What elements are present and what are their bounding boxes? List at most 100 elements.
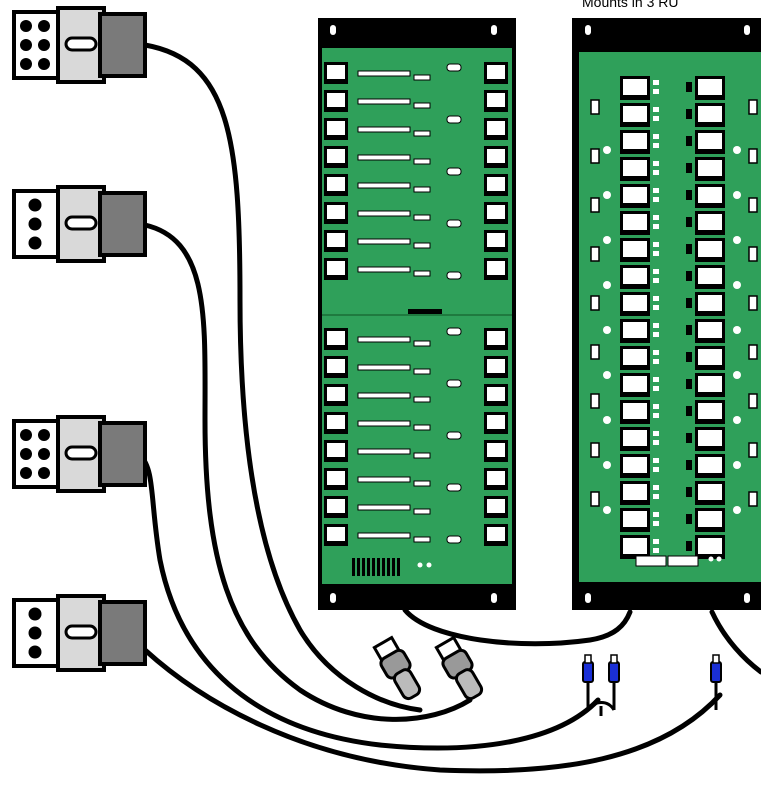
rj45-jack-opening	[623, 376, 647, 392]
rj45-jack-opening	[698, 79, 722, 95]
test-point	[603, 416, 611, 424]
connector-pin	[28, 626, 42, 640]
rj45-jack-opening	[327, 471, 345, 485]
rj45-jack-opening	[327, 499, 345, 513]
resistor-array	[357, 420, 411, 427]
rj45-jack-opening	[327, 65, 345, 79]
rj45-jack-opening	[487, 261, 505, 275]
smd-part	[653, 404, 659, 409]
chip	[413, 214, 431, 221]
resistor-array	[357, 392, 411, 399]
terminal-blade	[610, 654, 618, 664]
smd-part	[653, 242, 659, 247]
smd-part	[653, 80, 659, 85]
test-point	[733, 191, 741, 199]
connector-pin	[38, 448, 50, 460]
smd-part	[653, 350, 659, 355]
rj45-jack-opening	[623, 538, 647, 554]
chip	[413, 396, 431, 403]
smd-part	[686, 541, 692, 551]
relay	[590, 148, 600, 164]
test-point	[733, 371, 741, 379]
mount-hole	[491, 593, 497, 603]
smd-part	[653, 521, 659, 526]
capacitor	[446, 271, 462, 280]
test-point	[603, 461, 611, 469]
resistor-array	[357, 210, 411, 217]
chip	[413, 270, 431, 277]
spade-terminal	[582, 654, 594, 710]
connector-pin	[28, 198, 42, 212]
relay	[748, 148, 758, 164]
smd-part	[686, 244, 692, 254]
relay	[748, 344, 758, 360]
rj45-jack-opening	[698, 241, 722, 257]
smd-part	[653, 458, 659, 463]
smd-part	[686, 325, 692, 335]
header-pin	[387, 558, 390, 576]
panel-group	[318, 18, 761, 610]
resistor-array	[357, 336, 411, 343]
test-point	[603, 191, 611, 199]
rj45-jack-opening	[623, 160, 647, 176]
smd-part	[653, 116, 659, 121]
rj45-jack-opening	[327, 331, 345, 345]
spade-terminal	[608, 654, 620, 710]
smd-part	[653, 89, 659, 94]
cable-2	[142, 222, 473, 722]
connector-pin	[28, 607, 42, 621]
mount-hole	[491, 25, 497, 35]
rj45-jack-opening	[487, 149, 505, 163]
capacitor	[446, 431, 462, 440]
connector-pin	[28, 236, 42, 250]
capacitor	[446, 63, 462, 72]
capacitor	[446, 327, 462, 336]
rj45-jack-opening	[623, 79, 647, 95]
rj45-jack-opening	[487, 233, 505, 247]
smd-part	[653, 323, 659, 328]
mount-hole	[744, 593, 750, 603]
rj45-jack-opening	[623, 268, 647, 284]
smd-part	[653, 548, 659, 553]
header-pin	[357, 558, 360, 576]
chip	[413, 186, 431, 193]
rj45-jack-opening	[623, 106, 647, 122]
chip	[413, 102, 431, 109]
chip	[413, 508, 431, 515]
cable-3	[137, 452, 601, 751]
plug-boot	[392, 668, 422, 701]
header-pin	[362, 558, 365, 576]
cable-1	[142, 42, 423, 713]
rj45-plug	[434, 635, 484, 701]
rj45-jack-opening	[698, 457, 722, 473]
smd-part	[653, 539, 659, 544]
rj45-jack-opening	[698, 160, 722, 176]
test-point	[603, 146, 611, 154]
smd-part	[653, 224, 659, 229]
connector-rear	[98, 12, 147, 78]
smd-part	[686, 82, 692, 92]
rj45-jack-opening	[487, 415, 505, 429]
connector-group	[12, 6, 147, 672]
smd-part	[653, 143, 659, 148]
smd-part	[653, 431, 659, 436]
test-point	[603, 281, 611, 289]
rj45-jack-opening	[487, 65, 505, 79]
patch-panel-left	[318, 18, 516, 610]
rj45-jack-opening	[623, 511, 647, 527]
rj45-jack-opening	[623, 187, 647, 203]
relay	[590, 344, 600, 360]
rj45-jack-opening	[698, 106, 722, 122]
header-pin	[372, 558, 375, 576]
smd-part	[653, 485, 659, 490]
connector-latch	[64, 624, 98, 640]
smd-part	[686, 163, 692, 173]
test-point	[603, 236, 611, 244]
smd-part	[653, 440, 659, 445]
rj45-jack-opening	[623, 214, 647, 230]
rj45-jack-opening	[623, 403, 647, 419]
chip	[413, 340, 431, 347]
smd-part	[653, 269, 659, 274]
rj45-jack-opening	[327, 93, 345, 107]
smd-part	[686, 271, 692, 281]
